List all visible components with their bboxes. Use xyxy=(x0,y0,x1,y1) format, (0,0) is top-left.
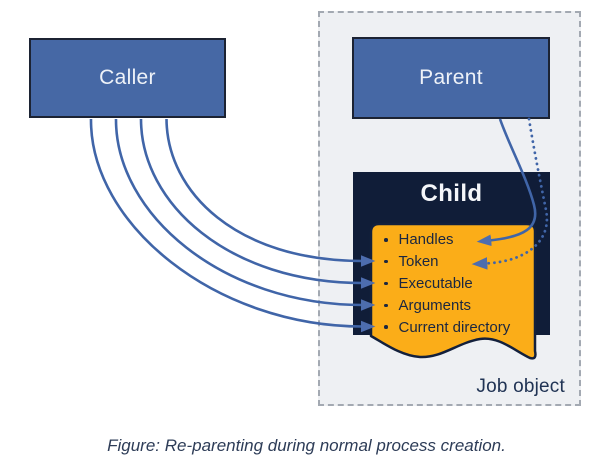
bullet-dot-icon xyxy=(384,325,388,329)
arrows-layer xyxy=(89,117,549,333)
note-attribute-list: Handles Token Executable Arguments Curre… xyxy=(384,229,534,338)
note-item-executable: Executable xyxy=(384,273,534,295)
arrow-parent-to-handles xyxy=(476,118,537,247)
note-item-label: Handles xyxy=(398,231,454,249)
note-item-label: Executable xyxy=(398,274,473,292)
figure-caption: Figure: Re-parenting during normal proce… xyxy=(107,436,506,455)
note-item-current-directory: Current directory xyxy=(384,316,534,338)
note-item-label: Arguments xyxy=(398,296,472,314)
parent-box: Parent xyxy=(352,37,550,119)
bullet-dot-icon xyxy=(384,303,388,308)
note-item-handles: Handles xyxy=(384,229,534,251)
child-label: Child xyxy=(420,180,483,207)
arrow-parent-to-token-dotted xyxy=(471,117,549,270)
arrow-caller-to-executable xyxy=(139,118,376,289)
note-item-label: Current directory xyxy=(398,318,511,336)
bullet-dot-icon xyxy=(384,281,388,286)
bullet-dot-icon xyxy=(384,259,388,264)
bullet-dot-icon xyxy=(384,238,388,242)
note-item-label: Token xyxy=(398,253,439,271)
note-item-arguments: Arguments xyxy=(384,294,534,316)
caller-label: Caller xyxy=(99,66,156,89)
caller-box: Caller xyxy=(29,38,226,118)
arrow-caller-to-token xyxy=(165,118,376,267)
job-object-label: Job object xyxy=(476,376,565,397)
parent-label: Parent xyxy=(419,66,483,89)
note-item-token: Token xyxy=(384,251,534,273)
arrow-caller-to-arguments xyxy=(114,118,376,311)
arrow-caller-to-current-directory xyxy=(89,118,376,333)
